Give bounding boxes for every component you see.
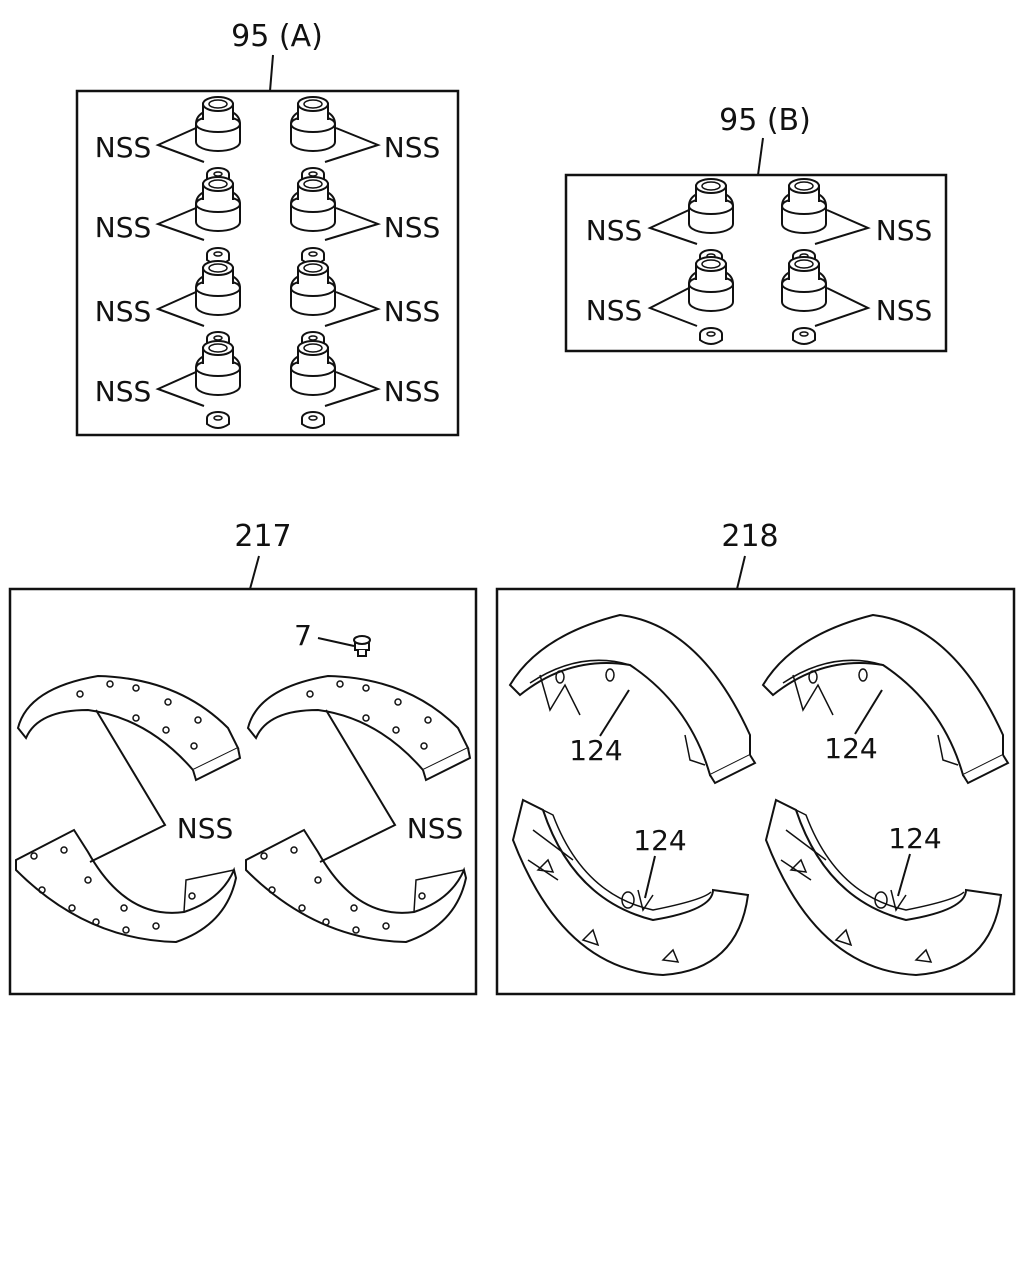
nss-label: NSS [177,812,234,845]
shoe-ref-label: 124 [633,824,686,857]
seal-kit-part [290,96,336,185]
group-95a-label: 95 (A) [231,19,323,54]
group-217-leader [249,555,260,590]
seal-kit-part [195,260,241,349]
brake-shoe-part [765,799,1002,976]
group-95b-leader [757,137,764,176]
rivet-ref-label: 7 [294,619,312,652]
shoe-ref-label: 124 [569,734,622,767]
group-218-shoe-leaders [599,689,911,899]
rivet-leader [317,637,355,647]
nss-label: NSS [876,214,933,247]
group-95b-leaders [647,209,871,327]
seal-kit-part [290,176,336,265]
nss-label: NSS [586,294,643,327]
brake-shoe-part [509,614,756,784]
shoe-ref-label: 124 [824,732,877,765]
seal-kit-part [688,256,734,345]
nss-label: NSS [95,295,152,328]
nss-label: NSS [384,211,441,244]
seal-kit-part [290,340,336,429]
group-218-label: 218 [721,519,778,554]
group-217-nss-leaders [89,709,397,863]
seal-kit-part [781,178,827,267]
brake-shoe-part [512,799,749,976]
group-217-label: 217 [234,519,291,554]
group-218-box [495,587,1016,996]
nss-label: NSS [407,812,464,845]
group-95a-leader [269,54,274,92]
seal-kit-part [195,340,241,429]
group-95b-box [564,173,948,353]
group-95b-label: 95 (B) [719,103,811,138]
group-95a-parts [195,96,336,429]
nss-label: NSS [384,295,441,328]
rivet-part [353,635,371,657]
nss-label: NSS [95,375,152,408]
brake-lining-part [15,829,237,943]
nss-label: NSS [384,131,441,164]
brake-lining-part [245,829,467,943]
group-95a-leaders [155,127,382,407]
seal-kit-part [195,96,241,185]
nss-label: NSS [95,211,152,244]
group-95a-box [75,89,460,437]
shoe-ref-label: 124 [888,822,941,855]
nss-label: NSS [876,294,933,327]
seal-kit-part [781,256,827,345]
brake-shoe-part [762,614,1009,784]
group-95b-parts [688,178,827,345]
nss-label: NSS [95,131,152,164]
seal-kit-part [290,260,336,349]
nss-label: NSS [586,214,643,247]
nss-label: NSS [384,375,441,408]
group-217-box [8,587,478,996]
group-218-leader [736,555,746,590]
seal-kit-part [688,178,734,267]
seal-kit-part [195,176,241,265]
